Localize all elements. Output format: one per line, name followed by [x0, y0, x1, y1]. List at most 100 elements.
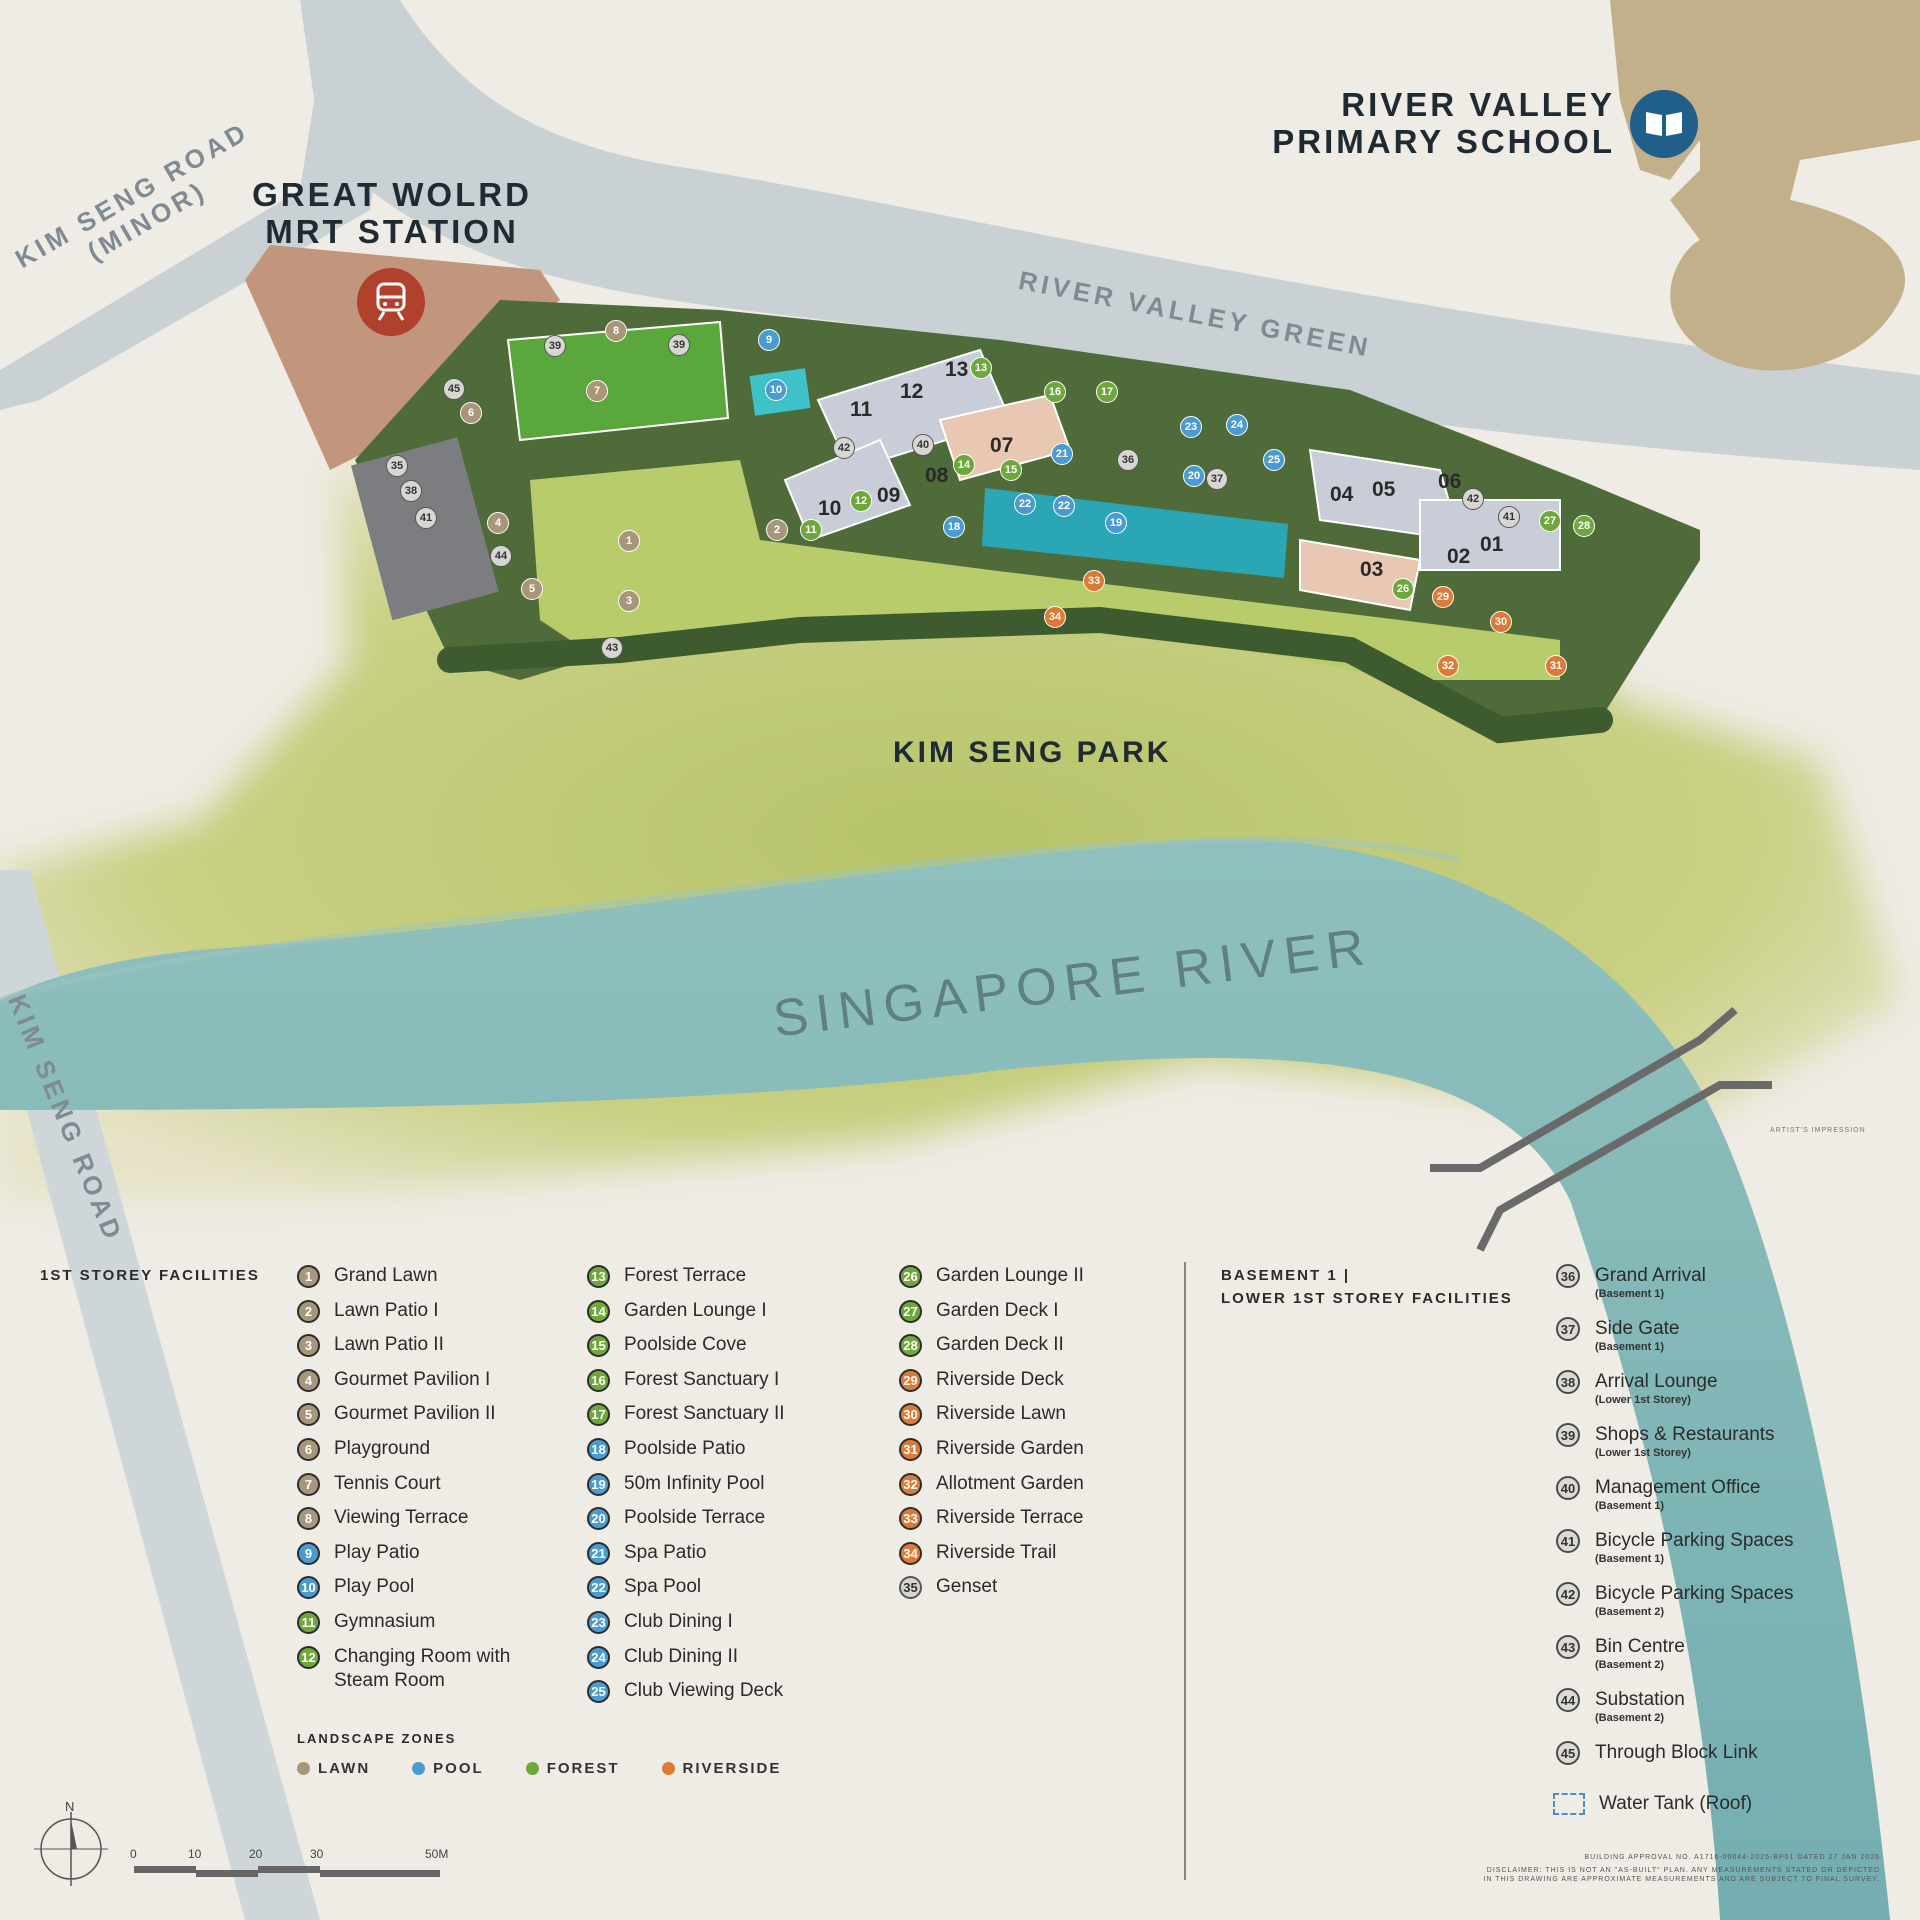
map-marker-32: 32	[1437, 655, 1459, 677]
map-marker-16: 16	[1044, 381, 1066, 403]
block-12: 12	[900, 380, 924, 403]
legend-number-badge: 1	[297, 1265, 320, 1288]
legend-label: Riverside Trail	[936, 1541, 1057, 1563]
basement-label: Grand Arrival	[1595, 1265, 1706, 1286]
legend-label: Lawn Patio II	[334, 1334, 444, 1356]
legend-label: Spa Patio	[624, 1541, 707, 1563]
first-storey-title: 1ST STOREY FACILITIES	[40, 1267, 260, 1284]
legend-label: Poolside Terrace	[624, 1507, 766, 1529]
legend-label: Garden Deck II	[936, 1334, 1064, 1356]
basement-label: Management Office	[1595, 1477, 1761, 1498]
legend-number-badge: 4	[297, 1368, 320, 1392]
block-09: 09	[877, 484, 901, 507]
map-marker-24: 24	[1226, 414, 1248, 436]
legend-label: Riverside Lawn	[936, 1403, 1066, 1425]
legend-label: Lawn Patio I	[334, 1299, 439, 1321]
legend-number-badge: 41	[1556, 1529, 1580, 1553]
north-label: N	[65, 1799, 75, 1814]
legend-label: Genset	[936, 1576, 998, 1598]
approval-note: BUILDING APPROVAL NO. A1716-00044-2025-B…	[1584, 1854, 1880, 1861]
legend-label: Gymnasium	[334, 1610, 436, 1632]
map-marker-35: 35	[386, 455, 408, 477]
legend-number-badge: 26	[899, 1265, 922, 1288]
bridge-2	[1476, 1081, 1772, 1252]
map-marker-17: 17	[1096, 381, 1118, 403]
legend-number-badge: 28	[899, 1334, 922, 1358]
map-marker-34: 34	[1044, 606, 1066, 628]
map-marker-38: 38	[400, 480, 422, 502]
water-tank-icon	[1553, 1793, 1585, 1815]
basement-label: Shops & Restaurants	[1595, 1424, 1775, 1445]
basement-level: (Basement 2)	[1595, 1712, 1665, 1724]
map-marker-31: 31	[1545, 655, 1567, 677]
block-06: 06	[1438, 470, 1462, 493]
legend-label: Viewing Terrace	[334, 1507, 469, 1529]
map-marker-14: 14	[953, 454, 975, 476]
disclaimer: DISCLAIMER: THIS IS NOT AN "AS-BUILT" PL…	[1483, 1867, 1880, 1883]
basement-label: Substation	[1595, 1689, 1685, 1710]
zone-forest: FOREST	[525, 1760, 620, 1777]
map-marker-21: 21	[1051, 443, 1073, 465]
legend-number-badge: 42	[1556, 1582, 1580, 1606]
block-08: 08	[925, 464, 949, 487]
map-marker-42: 42	[833, 437, 855, 459]
basement-level: (Lower 1st Storey)	[1595, 1394, 1691, 1406]
water-tank-label: Water Tank (Roof)	[1599, 1793, 1753, 1814]
map-marker-41: 41	[1498, 506, 1520, 528]
basement-label: Through Block Link	[1595, 1742, 1758, 1763]
legend-item-11: 11 Gymnasium	[297, 1610, 557, 1645]
scale-label-30: 30	[310, 1847, 324, 1861]
legend-label: Garden Lounge II	[936, 1265, 1084, 1286]
legend-number-badge: 36	[1556, 1264, 1580, 1288]
legend-label: Gourmet Pavilion II	[334, 1403, 496, 1425]
zone-label: LAWN	[318, 1760, 371, 1777]
block-10: 10	[818, 497, 842, 520]
mrt-station-label: GREAT WOLRD MRT STATION	[252, 176, 532, 250]
zones-title: LANDSCAPE ZONES	[297, 1731, 457, 1746]
map-marker-29: 29	[1432, 586, 1454, 608]
basement-level: (Lower 1st Storey)	[1595, 1447, 1691, 1459]
legend-label: Riverside Terrace	[936, 1507, 1084, 1529]
scale-label-10: 10	[188, 1847, 202, 1861]
legend-number-badge: 11	[297, 1610, 320, 1634]
scale-label-0: 0	[130, 1847, 137, 1861]
legend-label: Garden Deck I	[936, 1299, 1059, 1321]
scale-bar	[134, 1866, 440, 1877]
legend-number-badge: 9	[297, 1541, 320, 1565]
block-13: 13	[945, 358, 969, 381]
legend-label: Grand Lawn	[334, 1265, 438, 1286]
legend-number-badge: 2	[297, 1299, 320, 1323]
legend-number-badge: 14	[587, 1299, 610, 1323]
legend-number-badge: 38	[1556, 1370, 1580, 1394]
legend-number-badge: 6	[297, 1437, 320, 1461]
block-11: 11	[850, 398, 873, 421]
legend-label: Playground	[334, 1437, 431, 1459]
legend-number-badge: 27	[899, 1299, 922, 1323]
map-marker-2: 2	[766, 519, 788, 541]
artist-impression-note: ARTIST'S IMPRESSION	[1770, 1127, 1866, 1134]
block-02: 02	[1447, 545, 1471, 568]
map-marker-5: 5	[521, 578, 543, 600]
legend-number-badge: 43	[1556, 1635, 1580, 1659]
legend-label: Play Pool	[334, 1576, 415, 1598]
legend-number-badge: 37	[1556, 1317, 1580, 1341]
legend-number-badge: 17	[587, 1403, 610, 1427]
block-05: 05	[1372, 478, 1396, 501]
road-kim-seng	[0, 870, 320, 1920]
